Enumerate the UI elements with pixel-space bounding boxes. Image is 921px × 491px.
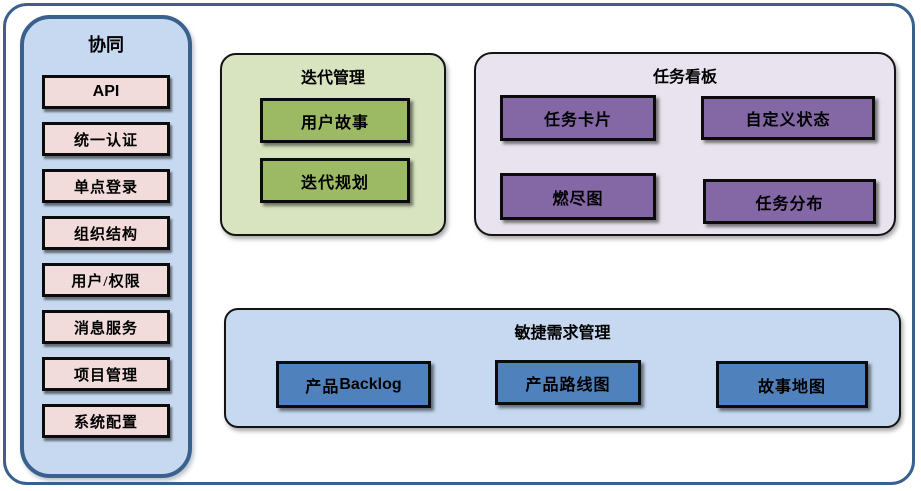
node-story-map: 故事地图 bbox=[716, 361, 868, 408]
sidebar-item-unified-auth: 统一认证 bbox=[42, 122, 170, 156]
node-product-backlog-en: Backlog bbox=[339, 375, 402, 393]
node-task-distribution: 任务分布 bbox=[703, 179, 876, 224]
group-kanban-title: 任务看板 bbox=[652, 69, 717, 86]
node-product-roadmap: 产品路线图 bbox=[495, 360, 641, 405]
sidebar-item-system-config: 系统配置 bbox=[42, 404, 170, 438]
node-product-backlog-zh: 产品 bbox=[305, 378, 340, 396]
sidebar-items: API 统一认证 单点登录 组织结构 用户/权限 消息服务 项目管理 系统配置 bbox=[24, 75, 188, 438]
outer-frame: 协同 API 统一认证 单点登录 组织结构 用户/权限 消息服务 项目管理 系统… bbox=[3, 3, 915, 485]
sidebar-item-user-permission: 用户/权限 bbox=[42, 263, 170, 297]
group-agile-title: 敏捷需求管理 bbox=[514, 325, 611, 342]
node-iteration-planning: 迭代规划 bbox=[260, 158, 410, 203]
node-user-story: 用户故事 bbox=[260, 98, 410, 143]
sidebar-item-single-sign-on: 单点登录 bbox=[42, 169, 170, 203]
group-iteration-management: 迭代管理 用户故事 迭代规划 bbox=[220, 53, 446, 236]
group-iteration-title: 迭代管理 bbox=[300, 70, 365, 87]
sidebar-title: 协同 bbox=[88, 35, 124, 55]
sidebar-item-org-structure: 组织结构 bbox=[42, 216, 170, 250]
node-custom-status: 自定义状态 bbox=[701, 96, 875, 140]
sidebar-collaboration: 协同 API 统一认证 单点登录 组织结构 用户/权限 消息服务 项目管理 系统… bbox=[20, 15, 192, 478]
node-task-card: 任务卡片 bbox=[500, 95, 656, 141]
node-burndown-chart: 燃尽图 bbox=[500, 173, 656, 220]
group-task-board: 任务看板 任务卡片 自定义状态 燃尽图 任务分布 bbox=[474, 52, 896, 236]
sidebar-item-message-service: 消息服务 bbox=[42, 310, 170, 344]
sidebar-item-project-management: 项目管理 bbox=[42, 357, 170, 391]
sidebar-item-api: API bbox=[42, 75, 170, 109]
